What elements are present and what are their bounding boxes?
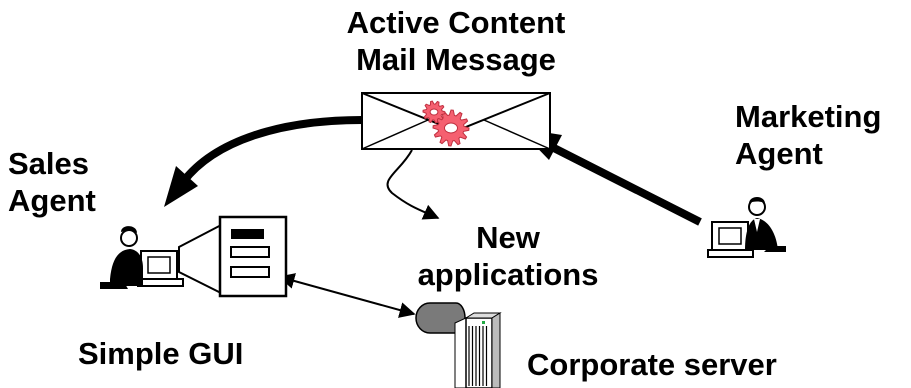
gear-hole <box>444 122 458 134</box>
sales-agent-line-1: Sales <box>8 146 90 181</box>
active-content-line-2: Mail Message <box>356 42 556 77</box>
sales-agent-line-2: Agent <box>8 183 96 218</box>
marketing-agent-person-icon <box>707 197 786 258</box>
sales-agent-person-icon <box>100 226 184 289</box>
small-gear-icon <box>422 100 446 124</box>
arrow-mail-to-sales <box>164 116 363 207</box>
arrow-mail-to-new-applications <box>386 149 440 220</box>
marketing-agent-line-2: Agent <box>735 136 823 171</box>
server-tower-icon <box>454 312 502 388</box>
marketing-agent-label: Marketing Agent <box>735 98 881 172</box>
form-window-icon <box>178 215 288 298</box>
marketing-agent-line-1: Marketing <box>735 99 882 134</box>
arrow-gui-database <box>278 273 416 318</box>
gear-hole <box>429 108 439 116</box>
active-content-line-1: Active Content <box>346 5 566 40</box>
simple-gui-label: Simple GUI <box>78 336 244 371</box>
new-applications-label: New applications <box>408 219 608 293</box>
new-applications-line-2: applications <box>417 257 599 292</box>
active-content-label: Active Content Mail Message <box>316 4 596 78</box>
corporate-server-label: Corporate server <box>527 347 777 382</box>
new-applications-line-1: New <box>476 220 540 255</box>
gears-icon <box>422 100 470 147</box>
sales-agent-label: Sales Agent <box>8 145 96 219</box>
